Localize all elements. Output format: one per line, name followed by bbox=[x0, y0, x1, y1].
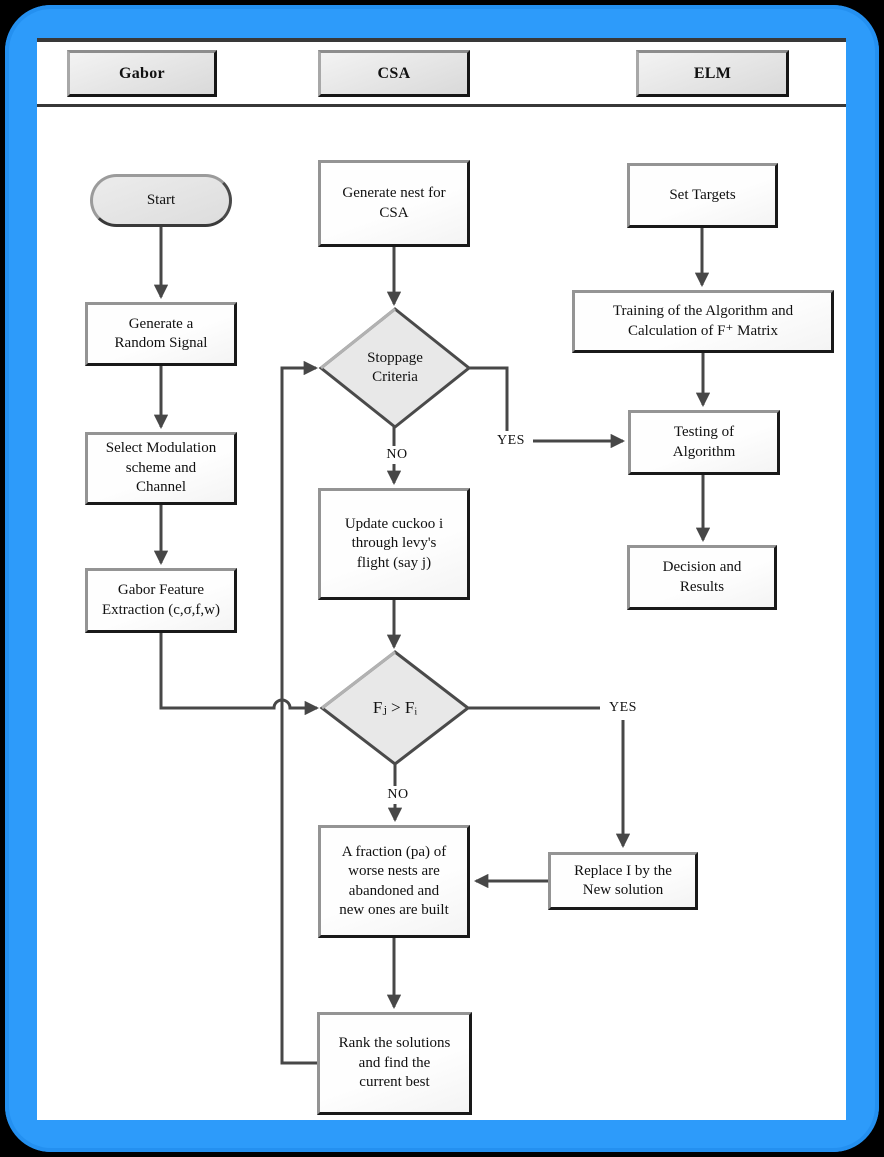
fj-fi-label: Fⱼ > Fᵢ bbox=[372, 697, 418, 717]
node-training-algorithm: Training of the Algorithm and Calculatio… bbox=[572, 290, 834, 353]
node-decision-results: Decision and Results bbox=[627, 545, 777, 610]
node-update-cuckoo: Update cuckoo i through levy's flight (s… bbox=[318, 488, 470, 600]
header-elm: ELM bbox=[636, 50, 789, 97]
header-csa: CSA bbox=[318, 50, 470, 97]
stoppage-criteria-label: Stoppage Criteria bbox=[367, 349, 423, 386]
node-generate-nest: Generate nest for CSA bbox=[318, 160, 470, 247]
edge-label-stoppage-no: NO bbox=[378, 446, 416, 464]
node-set-targets: Set Targets bbox=[627, 163, 778, 228]
node-generate-random-signal: Generate a Random Signal bbox=[85, 302, 237, 366]
node-testing-algorithm: Testing of Algorithm bbox=[628, 410, 780, 475]
node-gabor-feature-extraction: Gabor Feature Extraction (c,σ,f,w) bbox=[85, 568, 237, 633]
node-rank-solutions: Rank the solutions and find the current … bbox=[317, 1012, 472, 1115]
header-divider-line bbox=[37, 104, 846, 107]
node-start: Start bbox=[90, 174, 232, 227]
header-gabor: Gabor bbox=[67, 50, 217, 97]
node-abandon-worse-nests: A fraction (pa) of worse nests are aband… bbox=[318, 825, 470, 938]
edge-label-fj-no: NO bbox=[379, 786, 417, 804]
edge-label-fj-yes: YES bbox=[600, 699, 646, 717]
edge-label-stoppage-yes: YES bbox=[489, 432, 533, 450]
node-select-modulation: Select Modulation scheme and Channel bbox=[85, 432, 237, 505]
node-replace-solution: Replace I by the New solution bbox=[548, 852, 698, 910]
